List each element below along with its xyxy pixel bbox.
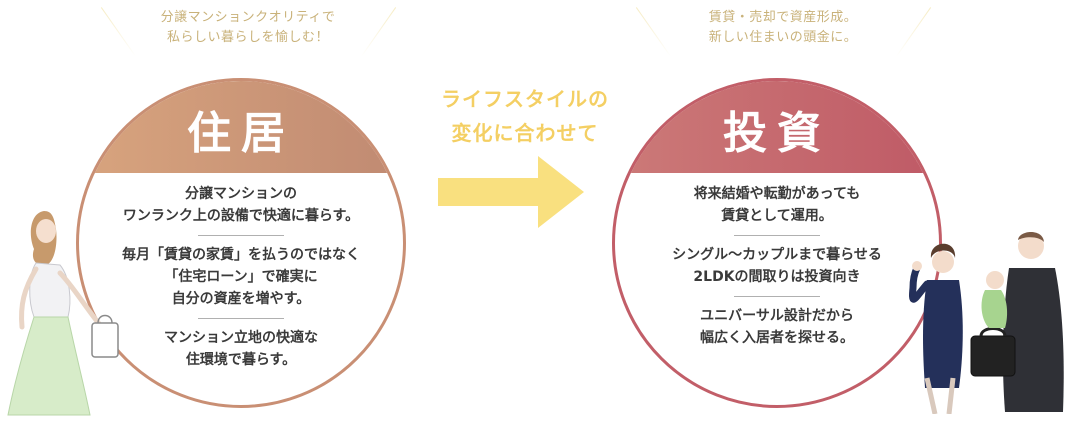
housing-point-2-line-3: 自分の資産を増やす。 bbox=[171, 291, 311, 307]
divider bbox=[734, 296, 820, 297]
investment-tagline-line-1: 賃貸・売却で資産形成。 bbox=[708, 10, 858, 25]
housing-point-1-line-1: 分譲マンションの bbox=[184, 186, 297, 202]
woman-with-bag-illustration bbox=[7, 211, 119, 416]
investment-circle: 投資 将来結婚や転勤があっても 賃貸として運用。 シングル〜カップルまで暮らせる… bbox=[612, 78, 942, 408]
investment-points: 将来結婚や転勤があっても 賃貸として運用。 シングル〜カップルまで暮らせる 2L… bbox=[615, 183, 939, 349]
housing-point-2: 毎月「賃貸の家賃」を払うのではなく 「住宅ローン」で確実に 自分の資産を増やす。 bbox=[122, 244, 360, 310]
investment-point-2: シングル〜カップルまで暮らせる 2LDKの間取りは投資向き bbox=[672, 244, 882, 288]
investment-point-2-line-1: シングル〜カップルまで暮らせる bbox=[672, 247, 882, 263]
housing-tagline: 分譲マンションクオリティで 私らしい暮らしを愉しむ！ bbox=[98, 7, 398, 57]
housing-point-1: 分譲マンションの ワンランク上の設備で快適に暮らす。 bbox=[123, 183, 359, 227]
investment-point-1-line-2: 賃貸として運用。 bbox=[721, 208, 833, 224]
lifestyle-caption-line-2: 変化に合わせて bbox=[451, 121, 599, 145]
investment-title: 投資 bbox=[615, 81, 939, 173]
lifestyle-caption: ライフスタイルの 変化に合わせて bbox=[425, 82, 625, 150]
investment-point-3-line-2: 幅広く入居者を探せる。 bbox=[700, 330, 854, 346]
divider bbox=[198, 318, 284, 319]
investment-point-3-line-1: ユニバーサル設計だから bbox=[700, 308, 854, 324]
housing-title: 住居 bbox=[79, 81, 403, 173]
investment-point-1-line-1: 将来結婚や転勤があっても bbox=[693, 186, 861, 202]
lifestyle-caption-line-1: ライフスタイルの bbox=[441, 87, 609, 111]
investment-point-2-line-2: 2LDKの間取りは投資向き bbox=[693, 269, 861, 285]
housing-circle: 住居 分譲マンションの ワンランク上の設備で快適に暮らす。 毎月「賃貸の家賃」を… bbox=[76, 78, 406, 408]
investment-point-1: 将来結婚や転勤があっても 賃貸として運用。 bbox=[694, 183, 861, 227]
housing-point-3-line-1: マンション立地の快適な bbox=[164, 330, 318, 346]
housing-point-2-line-1: 毎月「賃貸の家賃」を払うのではなく bbox=[122, 247, 360, 263]
right-arrow-icon bbox=[438, 156, 584, 228]
divider bbox=[198, 235, 284, 236]
family-illustration bbox=[909, 232, 1064, 414]
divider bbox=[734, 235, 820, 236]
investment-point-3: ユニバーサル設計だから 幅広く入居者を探せる。 bbox=[700, 305, 854, 349]
housing-tagline-line-1: 分譲マンションクオリティで bbox=[160, 10, 336, 25]
housing-tagline-line-2: 私らしい暮らしを愉しむ！ bbox=[166, 30, 329, 45]
investment-tagline-line-2: 新しい住まいの頭金に。 bbox=[708, 30, 858, 45]
housing-point-2-line-2: 「住宅ローン」で確実に bbox=[164, 269, 318, 285]
investment-tagline: 賃貸・売却で資産形成。 新しい住まいの頭金に。 bbox=[633, 7, 933, 57]
housing-point-1-line-2: ワンランク上の設備で快適に暮らす。 bbox=[122, 208, 360, 224]
housing-points: 分譲マンションの ワンランク上の設備で快適に暮らす。 毎月「賃貸の家賃」を払うの… bbox=[79, 183, 403, 371]
housing-point-3-line-2: 住環境で暮らす。 bbox=[185, 352, 297, 368]
housing-point-3: マンション立地の快適な 住環境で暮らす。 bbox=[164, 327, 318, 371]
